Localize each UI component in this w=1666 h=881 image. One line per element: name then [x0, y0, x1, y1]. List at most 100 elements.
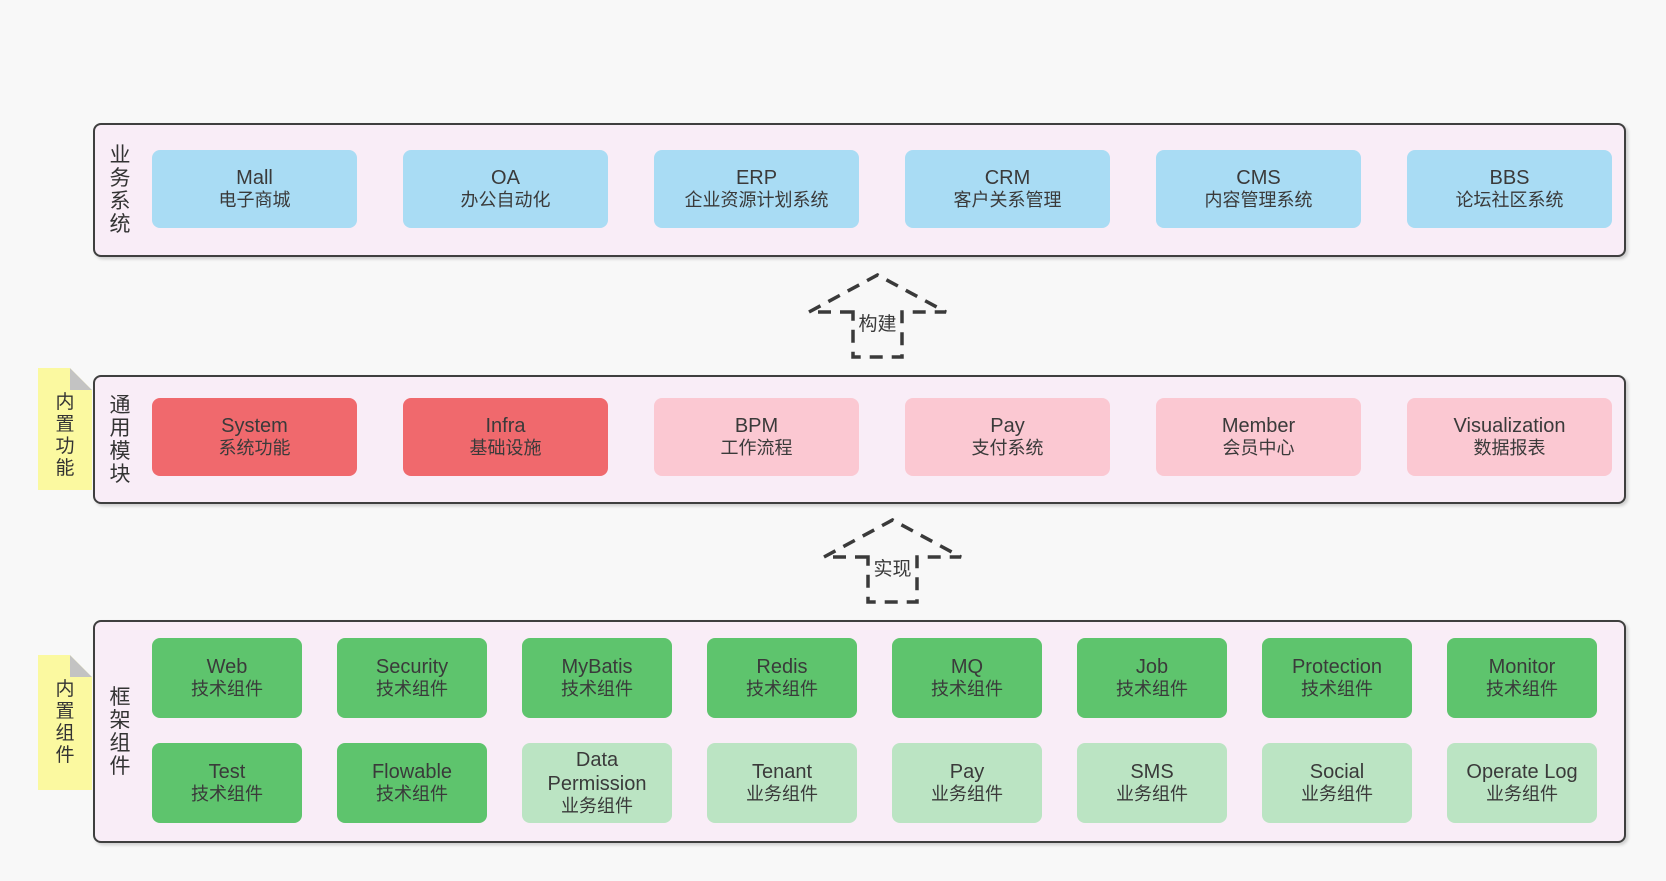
box-title: MyBatis [561, 655, 633, 678]
box-subtitle: 会员中心 [1222, 438, 1295, 459]
box-mall: Mall 电子商城 [152, 150, 357, 228]
box-operate-log-biz: Operate Log 业务组件 [1447, 743, 1597, 823]
box-title: Monitor [1488, 655, 1556, 678]
box-sms-biz: SMS 业务组件 [1077, 743, 1227, 823]
box-title: Operate Log [1466, 760, 1578, 783]
folded-corner-icon [70, 655, 92, 677]
box-mybatis-tech: MyBatis 技术组件 [522, 638, 672, 718]
box-security-tech: Security 技术组件 [337, 638, 487, 718]
business-box-row: Mall 电子商城 OA 办公自动化 ERP 企业资源计划系统 CRM 客户关系… [152, 150, 1612, 228]
box-subtitle: 工作流程 [720, 438, 793, 459]
panel-framework-components: 框架组件 Web 技术组件 Security 技术组件 MyBatis 技术组件… [93, 620, 1626, 843]
box-title: OA [491, 166, 520, 189]
box-system: System 系统功能 [152, 398, 357, 476]
box-erp: ERP 企业资源计划系统 [654, 150, 859, 228]
box-title: Visualization [1453, 414, 1566, 437]
box-subtitle: 企业资源计划系统 [684, 190, 829, 211]
box-subtitle: 技术组件 [1301, 679, 1373, 700]
box-title: Mall [236, 166, 273, 189]
box-subtitle: 论坛社区系统 [1455, 190, 1564, 211]
box-oa: OA 办公自动化 [403, 150, 608, 228]
box-subtitle: 技术组件 [1116, 679, 1188, 700]
box-member: Member 会员中心 [1156, 398, 1361, 476]
box-subtitle: 技术组件 [931, 679, 1003, 700]
note-built-in-components: 内置组件 [38, 655, 92, 790]
box-subtitle: 客户关系管理 [953, 190, 1062, 211]
layer-label-business: 业务系统 [109, 144, 131, 236]
box-subtitle: 技术组件 [1486, 679, 1558, 700]
box-title: Pay [949, 760, 985, 783]
arrow-build: 构建 [807, 273, 948, 359]
box-web-tech: Web 技术组件 [152, 638, 302, 718]
box-visualization: Visualization 数据报表 [1407, 398, 1612, 476]
box-subtitle: 电子商城 [218, 190, 291, 211]
box-crm: CRM 客户关系管理 [905, 150, 1110, 228]
box-subtitle: 系统功能 [218, 438, 291, 459]
box-pay-module: Pay 支付系统 [905, 398, 1110, 476]
arrow-implement: 实现 [822, 518, 963, 604]
box-redis-tech: Redis 技术组件 [707, 638, 857, 718]
box-test-tech: Test 技术组件 [152, 743, 302, 823]
box-subtitle: 技术组件 [376, 679, 448, 700]
box-title: Redis [756, 655, 808, 678]
box-subtitle: 业务组件 [561, 796, 633, 817]
folded-corner-icon [70, 368, 92, 390]
box-title: System [221, 414, 288, 437]
components-box-row-1: Web 技术组件 Security 技术组件 MyBatis 技术组件 Redi… [152, 638, 1597, 718]
box-title: Data Permission [547, 748, 647, 796]
arrow-up-icon [808, 273, 947, 359]
box-subtitle: 业务组件 [931, 784, 1003, 805]
layer-label-modules: 通用模块 [109, 393, 131, 486]
box-title: MQ [950, 655, 984, 678]
box-title: Infra [485, 414, 526, 437]
box-data-permission-biz: Data Permission 业务组件 [522, 743, 672, 823]
box-title: Security [375, 655, 449, 678]
box-social-biz: Social 业务组件 [1262, 743, 1412, 823]
box-title: CRM [984, 166, 1031, 189]
box-title: Pay [990, 414, 1025, 437]
box-subtitle: 办公自动化 [460, 190, 551, 211]
arrow-implement-label: 实现 [870, 554, 915, 581]
box-title: Web [206, 655, 248, 678]
box-protection-tech: Protection 技术组件 [1262, 638, 1412, 718]
panel-business-systems: 业务系统 Mall 电子商城 OA 办公自动化 ERP 企业资源计划系统 CRM… [93, 123, 1626, 257]
box-subtitle: 数据报表 [1473, 438, 1546, 459]
box-title: Social [1309, 760, 1365, 783]
box-title: SMS [1130, 760, 1174, 783]
box-monitor-tech: Monitor 技术组件 [1447, 638, 1597, 718]
box-title: Test [208, 760, 246, 783]
box-subtitle: 业务组件 [1116, 784, 1188, 805]
box-infra: Infra 基础设施 [403, 398, 608, 476]
box-subtitle: 内容管理系统 [1204, 190, 1313, 211]
box-subtitle: 技术组件 [561, 679, 633, 700]
box-title: Member [1221, 414, 1296, 437]
box-bpm: BPM 工作流程 [654, 398, 859, 476]
box-subtitle: 技术组件 [191, 679, 263, 700]
box-title: BBS [1489, 166, 1530, 189]
note-label: 内置功能 [55, 392, 75, 479]
box-title: Job [1135, 655, 1169, 678]
panel-common-modules: 通用模块 System 系统功能 Infra 基础设施 BPM 工作流程 Pay… [93, 375, 1626, 504]
box-title: CMS [1236, 166, 1281, 189]
box-subtitle: 技术组件 [746, 679, 818, 700]
box-title: Protection [1291, 655, 1383, 678]
arrow-up-icon [823, 518, 962, 604]
box-subtitle: 技术组件 [376, 784, 448, 805]
box-bbs: BBS 论坛社区系统 [1407, 150, 1612, 228]
box-tenant-biz: Tenant 业务组件 [707, 743, 857, 823]
components-box-row-2: Test 技术组件 Flowable 技术组件 Data Permission … [152, 743, 1597, 823]
box-title: ERP [735, 166, 778, 189]
modules-box-row: System 系统功能 Infra 基础设施 BPM 工作流程 Pay 支付系统… [152, 398, 1612, 476]
box-pay-biz: Pay 业务组件 [892, 743, 1042, 823]
arrow-build-label: 构建 [855, 309, 900, 336]
box-job-tech: Job 技术组件 [1077, 638, 1227, 718]
box-title: Flowable [371, 760, 453, 783]
note-label: 内置组件 [55, 679, 75, 766]
box-subtitle: 基础设施 [469, 438, 542, 459]
box-mq-tech: MQ 技术组件 [892, 638, 1042, 718]
layer-label-components: 框架组件 [109, 685, 131, 778]
box-title: Tenant [751, 760, 813, 783]
box-title: BPM [734, 414, 779, 437]
box-subtitle: 支付系统 [971, 438, 1044, 459]
